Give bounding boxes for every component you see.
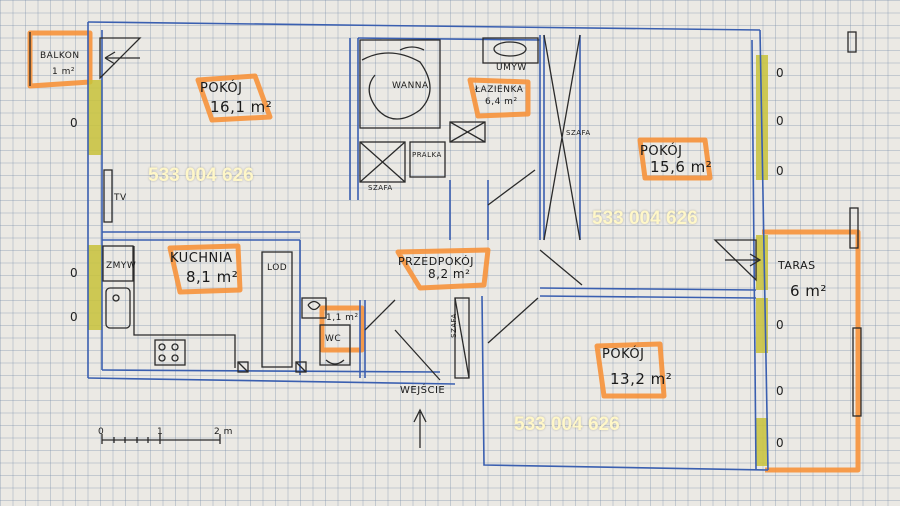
- window-mark: 0: [70, 116, 78, 130]
- kuchnia-label: KUCHNIA: [170, 251, 233, 266]
- kuchnia-area: 8,1 m²: [186, 268, 239, 286]
- szafa-hall-label: SZAFA: [449, 313, 458, 338]
- walls: [87, 21, 769, 471]
- wanna-label: WANNA: [392, 81, 429, 91]
- fixtures: [29, 31, 862, 448]
- wc-area: 1,1 m²: [326, 313, 359, 323]
- pokoj1-label: POKÓJ: [200, 81, 243, 96]
- orange-highlights: [27, 30, 861, 473]
- scale-zero: 0: [98, 427, 105, 437]
- pralka-label: PRALKA: [412, 151, 442, 159]
- pokoj1-area: 16,1 m²: [210, 98, 273, 116]
- window-mark: 0: [776, 66, 784, 80]
- pokoj2-area: 15,6 m²: [650, 158, 713, 176]
- wejscie-label: WEJŚCIE: [400, 385, 446, 396]
- tv-label: TV: [114, 193, 127, 203]
- taras-area: 6 m²: [790, 282, 827, 300]
- window-mark: 0: [776, 318, 784, 332]
- pokoj3-area: 13,2 m²: [610, 370, 673, 388]
- umyw-label: UMYW: [496, 63, 527, 73]
- window-mark: 0: [776, 164, 784, 178]
- zmyw-label: ZMYW: [106, 261, 137, 271]
- window-mark: 0: [776, 114, 784, 128]
- lod-label: LOD: [267, 263, 288, 273]
- scale-one: 1: [157, 427, 164, 437]
- lazienka-area: 6,4 m²: [485, 97, 518, 107]
- pokoj3-label: POKÓJ: [602, 347, 645, 362]
- window-mark: 0: [70, 310, 78, 324]
- window-mark: 0: [70, 266, 78, 280]
- szafa-bath-label: SZAFA: [368, 184, 393, 192]
- window-mark: 0: [776, 384, 784, 398]
- scale-two: 2 m: [214, 427, 233, 437]
- szafa-tall-label: SZAFA: [566, 129, 591, 137]
- lazienka-label: ŁAZIENKA: [475, 85, 524, 95]
- taras-label: TARAS: [778, 259, 816, 272]
- phone-number-3: 533 004 626: [514, 414, 620, 435]
- phone-number-2: 533 004 626: [592, 208, 698, 229]
- pokoj2-label: POKÓJ: [640, 144, 683, 159]
- wc-label: WC: [325, 334, 342, 344]
- przedpokoj-label: PRZEDPOKÓJ: [398, 255, 475, 268]
- przedpokoj-area: 8,2 m²: [428, 267, 471, 281]
- phone-number-1: 533 004 626: [148, 165, 254, 186]
- window-mark: 0: [776, 436, 784, 450]
- balkon-label: BALKON: [40, 51, 80, 61]
- windows: [88, 55, 768, 466]
- balkon-area: 1 m²: [52, 67, 75, 77]
